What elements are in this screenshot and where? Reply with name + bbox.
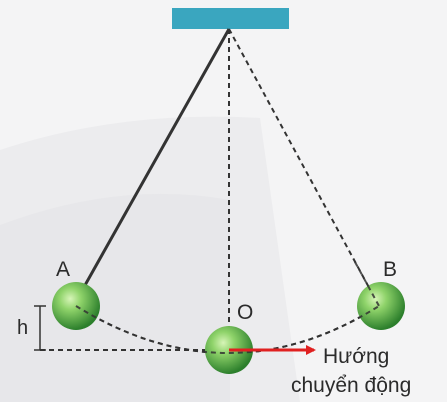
motion-caption-line2: chuyển động	[291, 374, 411, 397]
pendulum-string	[82, 28, 231, 288]
arc-overlay	[75, 305, 380, 354]
motion-caption-line1: Hướng	[323, 345, 389, 368]
background-shape-2	[0, 193, 230, 402]
ceiling-support	[172, 8, 289, 29]
point-a-label: A	[56, 258, 70, 281]
height-marker	[34, 305, 46, 351]
height-label: h	[17, 317, 28, 339]
point-b-label: B	[383, 258, 397, 281]
point-o-label: O	[237, 301, 253, 324]
ball-b	[357, 282, 405, 330]
string-to-b-dashed	[228, 28, 380, 307]
